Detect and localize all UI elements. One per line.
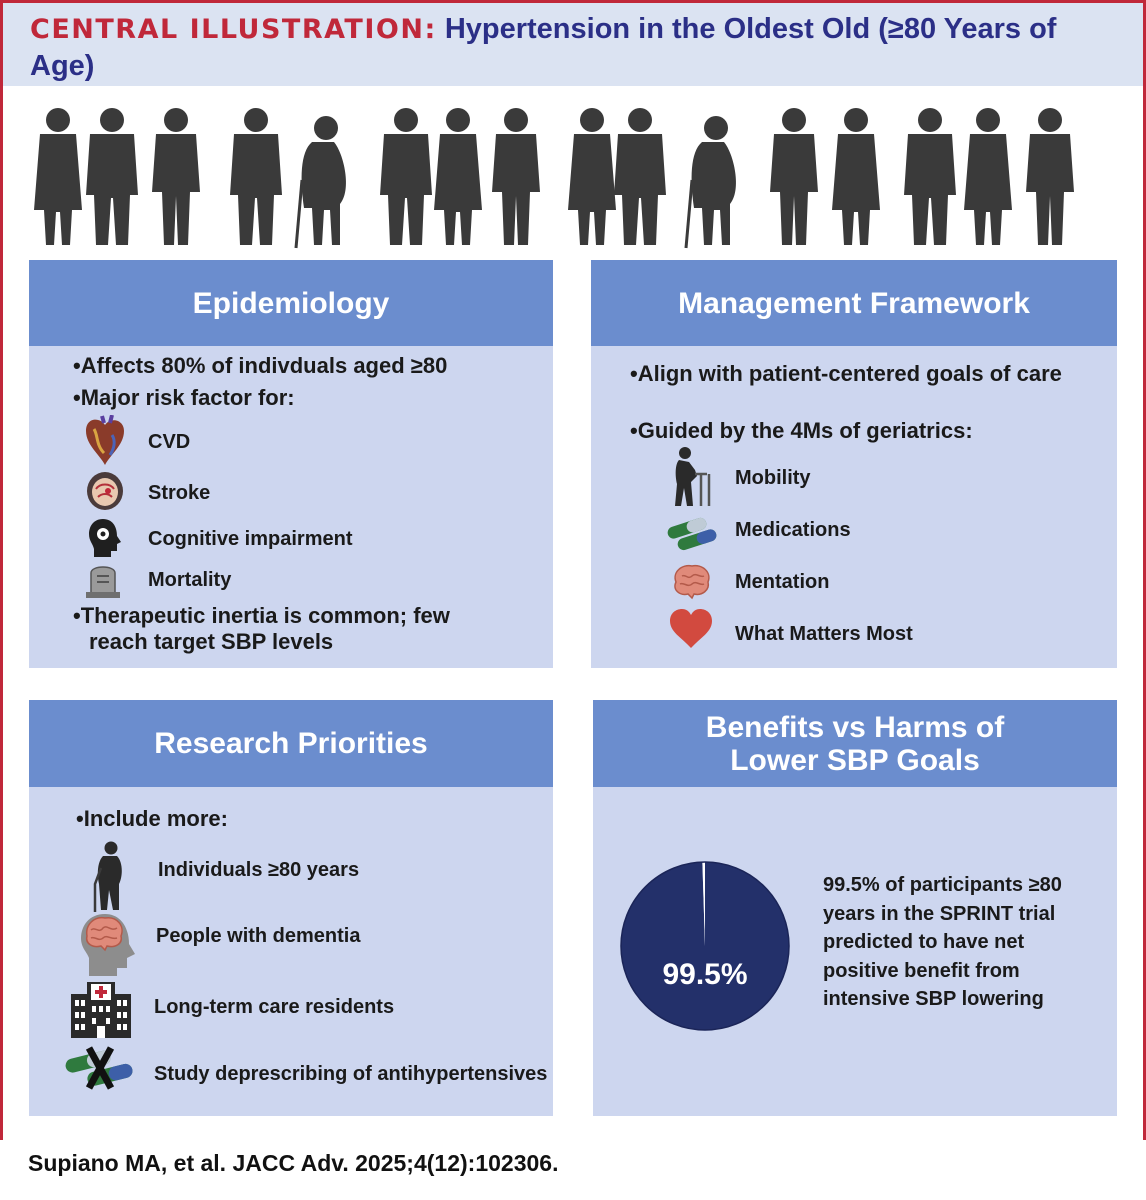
epidemiology-bullet-inertia-line1: Therapeutic inertia is common; few xyxy=(73,603,450,629)
item-label-dementia: People with dementia xyxy=(156,925,361,947)
person-silhouette xyxy=(34,108,82,245)
benefits-description-line: positive benefit from xyxy=(823,959,1020,982)
epidemiology-bullet-inertia-line2: reach target SBP levels xyxy=(89,629,334,654)
person-silhouette xyxy=(832,108,880,245)
management-panel: Management Framework Align with patient-… xyxy=(591,260,1117,668)
person-silhouette xyxy=(614,108,666,245)
central-illustration-label: CENTRAL ILLUSTRATION: xyxy=(30,14,437,45)
research-heading: Research Priorities xyxy=(29,700,553,787)
pills-icon xyxy=(667,517,717,551)
person-silhouette xyxy=(230,108,282,245)
citation: Supiano MA, et al. JACC Adv. 2025;4(12):… xyxy=(28,1150,559,1176)
heart-icon xyxy=(670,609,712,648)
risk-label-mortality: Mortality xyxy=(148,569,232,591)
risk-label-cvd: CVD xyxy=(148,431,191,453)
epidemiology-heading: Epidemiology xyxy=(29,260,553,346)
person-silhouette xyxy=(904,108,956,245)
risk-label-stroke: Stroke xyxy=(148,482,211,504)
benefits-description-line: 99.5% of participants ≥80 xyxy=(823,874,1062,896)
management-bullet-goals: Align with patient-centered goals of car… xyxy=(630,361,1062,387)
person-silhouette xyxy=(964,108,1012,245)
benefits-panel: Benefits vs Harms of Lower SBP Goals 99.… xyxy=(593,700,1117,1116)
benefits-heading-line2: Lower SBP Goals xyxy=(730,743,980,777)
person-silhouette xyxy=(568,108,616,245)
benefits-description-line: intensive SBP lowering xyxy=(823,988,1044,1010)
hospital-building-icon xyxy=(71,982,131,1038)
risk-label-cognitive: Cognitive impairment xyxy=(148,528,353,550)
person-silhouette xyxy=(434,108,482,245)
person-silhouette xyxy=(152,108,200,245)
pie-outline xyxy=(620,861,790,1031)
epidemiology-bullet-prevalence: Affects 80% of indivduals aged ≥80 xyxy=(73,353,448,379)
item-label-long-term-care: Long-term care residents xyxy=(154,996,395,1018)
item-label-mobility: Mobility xyxy=(735,467,811,489)
crossed-pill-icon xyxy=(65,1046,133,1090)
benefits-heading-line1: Benefits vs Harms of xyxy=(705,710,1005,744)
person-silhouette xyxy=(294,116,347,249)
item-label-individuals-80: Individuals ≥80 years xyxy=(158,859,360,881)
brain-stroke-icon xyxy=(87,472,123,510)
page-header: CENTRAL ILLUSTRATION: Hypertension in th… xyxy=(3,3,1143,86)
benefit-pie-chart: 99.5% xyxy=(620,861,790,1031)
epidemiology-bullet-risk: Major risk factor for: xyxy=(73,385,295,411)
person-silhouette xyxy=(684,116,737,249)
person-silhouette xyxy=(86,108,138,245)
illustration-frame xyxy=(0,0,1146,1140)
management-heading: Management Framework xyxy=(591,260,1117,346)
benefits-description-line: years in the SPRINT trial xyxy=(823,902,1056,925)
head-brain-icon xyxy=(81,914,135,976)
person-silhouette xyxy=(380,108,432,245)
pie-slice-harm xyxy=(702,862,705,946)
walker-icon xyxy=(675,447,711,506)
item-label-medications: Medications xyxy=(735,519,851,541)
elderly-people-silhouettes xyxy=(34,108,1074,249)
person-silhouette xyxy=(1026,108,1074,245)
epidemiology-panel: Epidemiology Affects 80% of indivduals a… xyxy=(29,260,553,668)
benefits-description-line: predicted to have net xyxy=(823,931,1025,953)
pie-data-label: 99.5% xyxy=(662,958,747,991)
benefits-heading: Benefits vs Harms of Lower SBP Goals xyxy=(593,700,1117,787)
management-bullet-4ms: Guided by the 4Ms of geriatrics: xyxy=(630,418,973,444)
item-label-deprescribing: Study deprescribing of antihypertensives xyxy=(154,1063,548,1085)
page-title: Hypertension in the Oldest Old (≥80 Year… xyxy=(30,13,1057,82)
person-silhouette xyxy=(492,108,540,245)
research-panel: Research Priorities Include more: Indivi… xyxy=(29,700,553,1116)
item-label-mentation: Mentation xyxy=(735,571,830,593)
elderly-person-cane-icon xyxy=(93,841,122,912)
research-bullet-include: Include more: xyxy=(76,806,228,832)
heart-icon xyxy=(86,415,124,465)
tombstone-icon xyxy=(86,566,120,598)
head-gear-icon xyxy=(89,519,121,557)
person-silhouette xyxy=(770,108,818,245)
brain-icon xyxy=(674,564,710,600)
item-label-what-matters: What Matters Most xyxy=(735,623,913,645)
